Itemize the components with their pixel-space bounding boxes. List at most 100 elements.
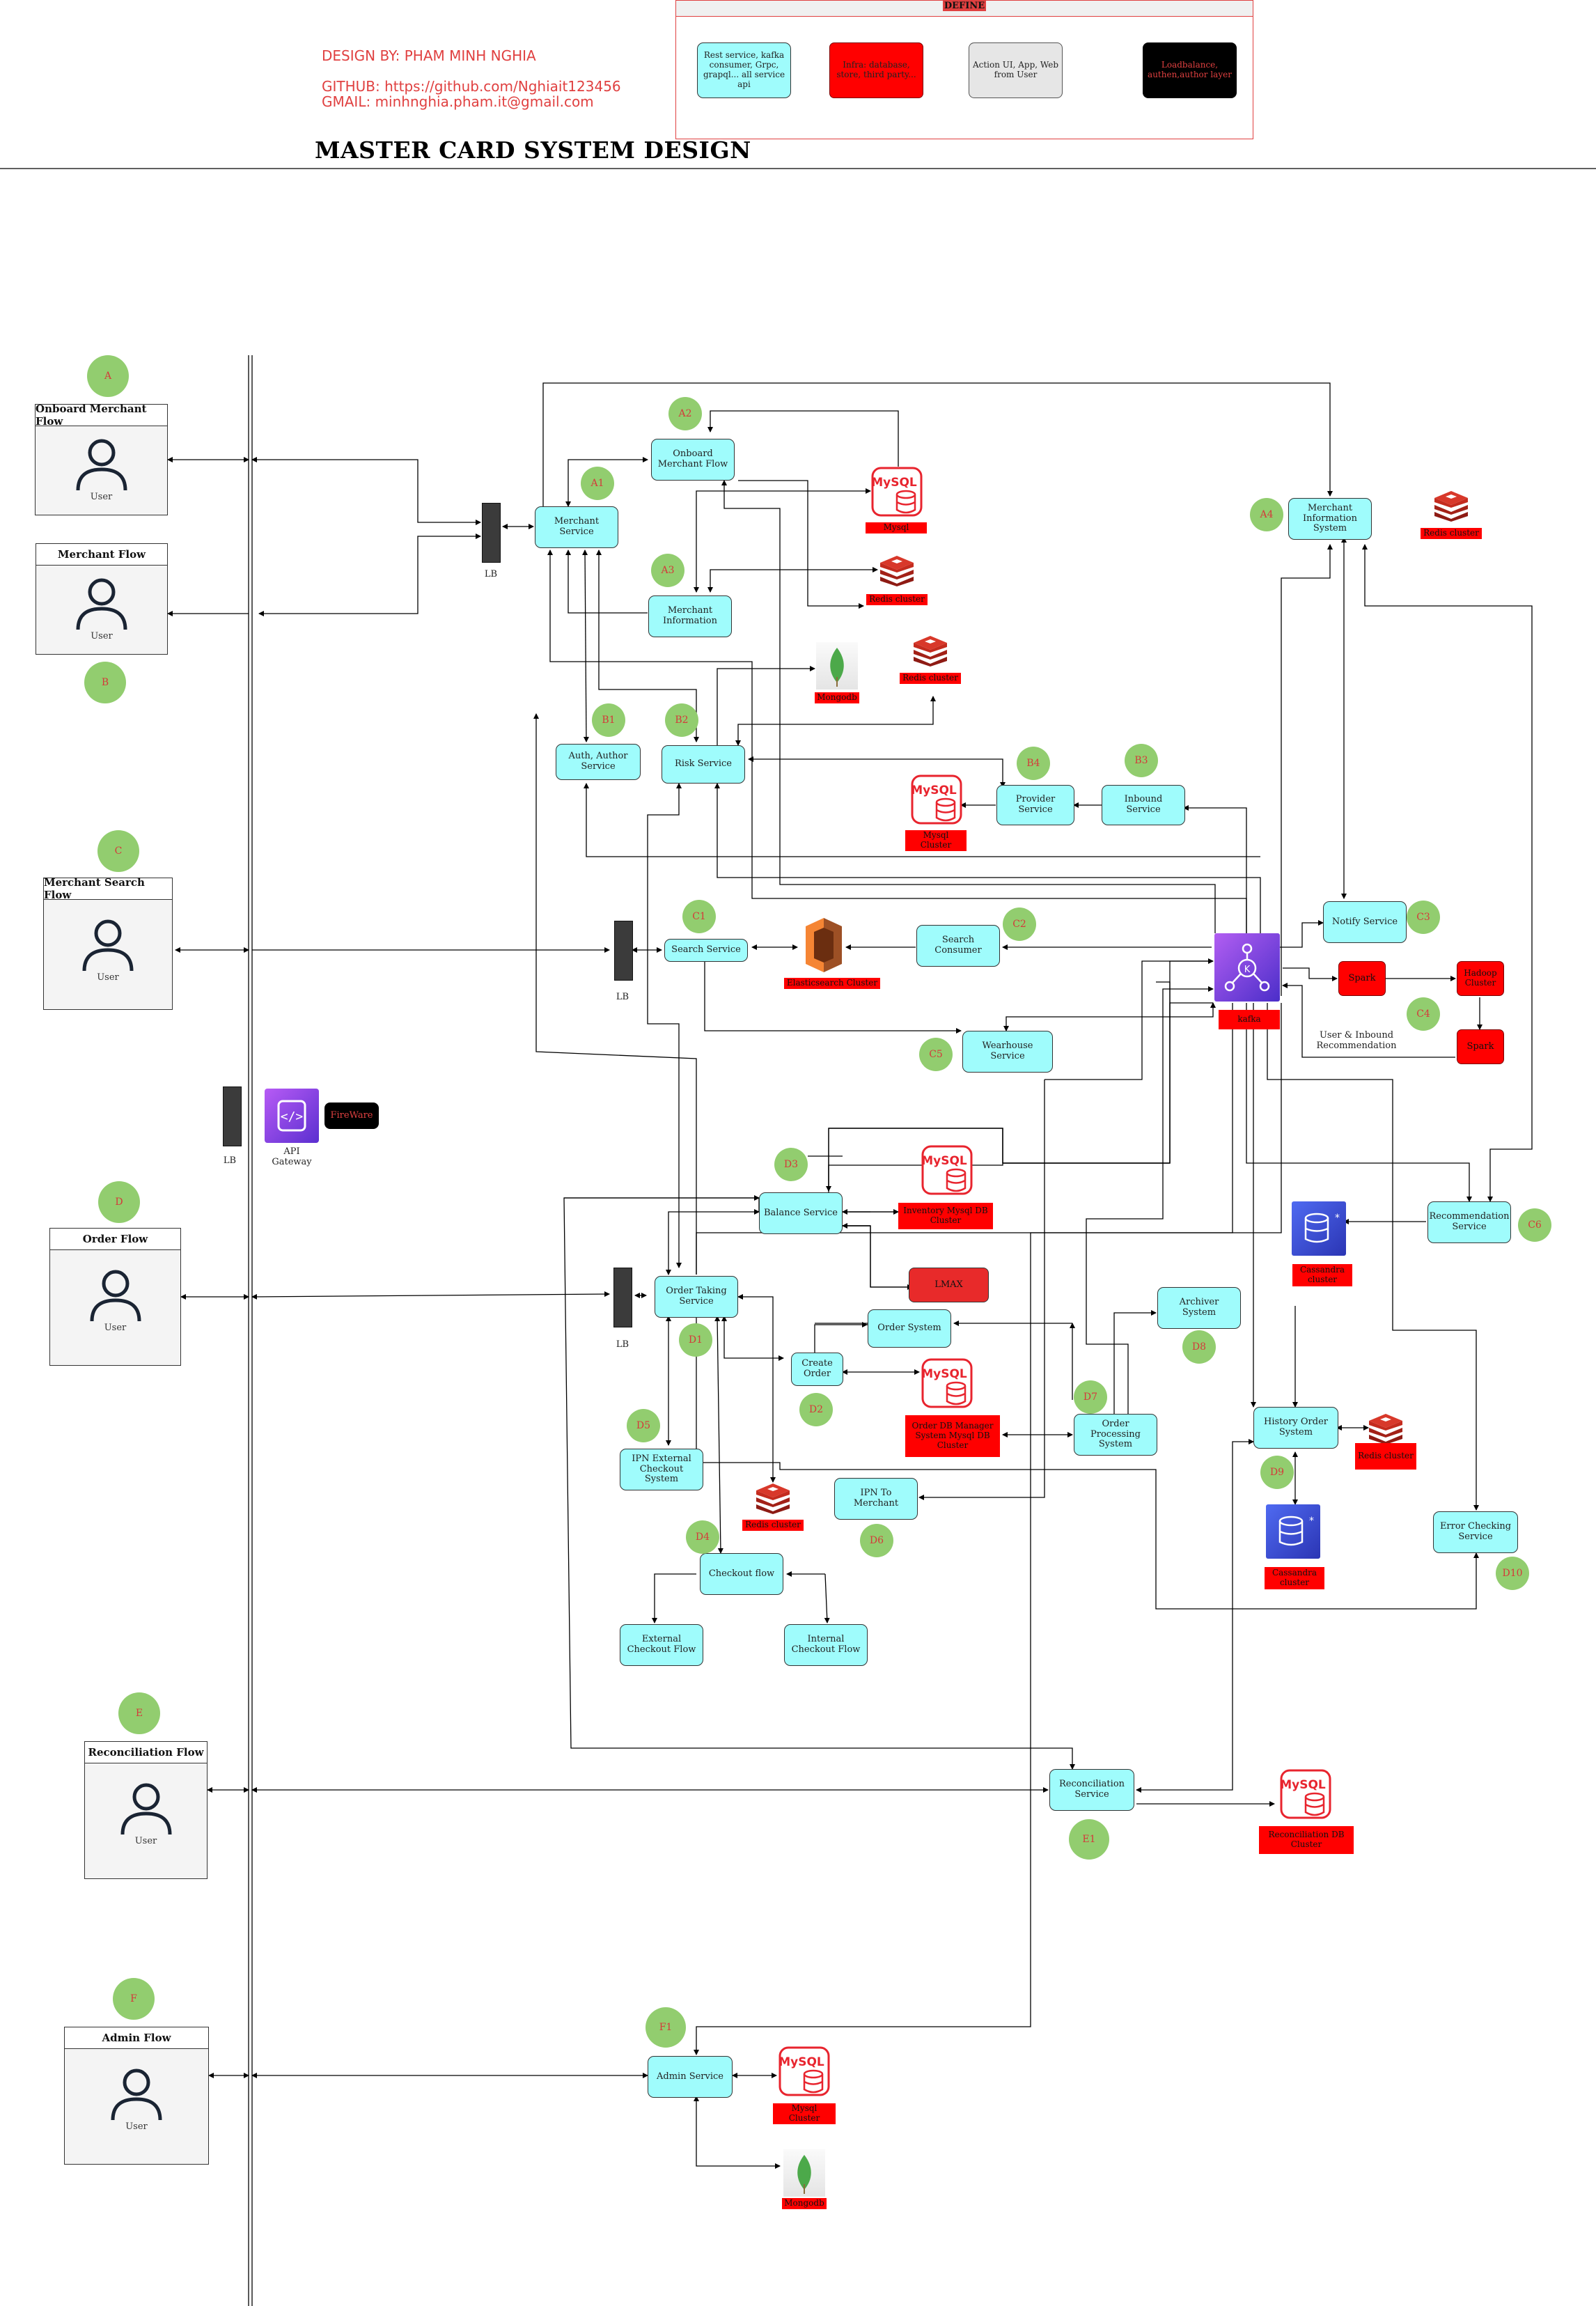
badge-c5: C5 (919, 1038, 953, 1071)
badge-a3: A3 (651, 554, 684, 587)
page-title: MASTER CARD SYSTEM DESIGN (315, 137, 751, 164)
user-icon (90, 1270, 141, 1322)
badge-b3: B3 (1125, 744, 1158, 777)
recommendation-service[interactable]: Recommendation Service (1427, 1201, 1511, 1243)
badge-a: A (87, 355, 129, 397)
svg-text:K: K (1244, 965, 1251, 975)
legend-lb-sample: Loadbalance, authen,author layer (1143, 42, 1237, 98)
admin-flow-panel[interactable]: Admin Flow User (64, 2027, 209, 2165)
search-consumer[interactable]: Search Consumer (916, 925, 1000, 967)
badge-c2: C2 (1003, 907, 1036, 941)
mysql-cluster-label: Mysql Cluster (905, 830, 967, 851)
load-balancer-onboard (482, 503, 501, 563)
merchant-flow-panel[interactable]: Merchant Flow User (36, 543, 168, 655)
hadoop-node: Hadoop Cluster (1457, 961, 1504, 996)
mongodb-label: Mongodb (782, 2198, 827, 2209)
auth-author-service[interactable]: Auth, Author Service (556, 744, 641, 780)
badge-b4: B4 (1017, 747, 1050, 780)
badge-d3: D3 (774, 1148, 808, 1181)
inbound-service[interactable]: Inbound Service (1102, 785, 1185, 825)
wearhouse-service[interactable]: Wearhouse Service (962, 1031, 1053, 1073)
merchant-information-service[interactable]: Merchant Information (648, 595, 732, 637)
badge-d5: D5 (627, 1409, 660, 1442)
svg-text:MySQL: MySQL (921, 1367, 967, 1381)
merchant-information-system[interactable]: Merchant Information System (1288, 498, 1372, 540)
error-checking-service[interactable]: Error Checking Service (1433, 1511, 1518, 1553)
badge-c1: C1 (682, 900, 716, 933)
badge-d: D (98, 1181, 140, 1223)
reconciliation-flow-title: Reconciliation Flow (85, 1742, 207, 1763)
user-icon (76, 578, 127, 630)
admin-service[interactable]: Admin Service (648, 2056, 733, 2098)
user-actor: User (85, 1780, 207, 1846)
badge-e1: E1 (1069, 1819, 1109, 1860)
badge-d4: D4 (686, 1520, 719, 1554)
legend-service-sample: Rest service, kafka consumer, Grpc, grap… (697, 42, 791, 98)
mysql-label: Mysql (866, 522, 927, 533)
github-line: GITHUB: https://github.com/Nghiait123456 (322, 78, 621, 95)
risk-service[interactable]: Risk Service (662, 745, 745, 784)
svg-text:*: * (1309, 1516, 1314, 1527)
onboard-merchant-flow-service[interactable]: Onboard Merchant Flow (651, 439, 735, 481)
user-label: User (97, 972, 119, 983)
load-balancer-search (614, 921, 633, 981)
redis-cluster-label: Redis cluster (1355, 1443, 1416, 1470)
redis-icon (1433, 491, 1469, 524)
provider-service[interactable]: Provider Service (996, 785, 1074, 825)
user-icon (111, 2069, 162, 2121)
badge-d10: D10 (1496, 1557, 1529, 1590)
redis-cluster-label: Redis cluster (900, 673, 961, 684)
spark-node: Spark (1338, 961, 1386, 996)
onboard-merchant-flow-panel[interactable]: Onboard Merchant Flow User (35, 403, 168, 515)
svg-text:</>: </> (281, 1109, 304, 1124)
user-label: User (90, 492, 113, 502)
ipn-to-merchant[interactable]: IPN To Merchant (834, 1478, 918, 1520)
badge-b2: B2 (665, 703, 698, 737)
reconciliation-flow-panel[interactable]: Reconciliation Flow User (84, 1741, 208, 1879)
history-order-system[interactable]: History Order System (1253, 1407, 1338, 1449)
order-taking-service[interactable]: Order Taking Service (655, 1276, 738, 1318)
badge-c: C (97, 830, 139, 872)
external-checkout-flow[interactable]: External Checkout Flow (620, 1624, 703, 1666)
svg-text:MySQL: MySQL (779, 2055, 824, 2069)
reconciliation-service[interactable]: Reconciliation Service (1049, 1769, 1134, 1811)
lb-label: LB (616, 992, 629, 1002)
mysql-icon: MySQL (921, 1145, 973, 1198)
ipn-external-checkout-system[interactable]: IPN External Checkout System (620, 1449, 703, 1490)
onboard-merchant-flow-title: Onboard Merchant Flow (36, 403, 167, 428)
checkout-flow[interactable]: Checkout flow (700, 1553, 783, 1595)
internal-checkout-flow[interactable]: Internal Checkout Flow (784, 1624, 868, 1666)
reconciliation-db-label: Reconciliation DB Cluster (1259, 1826, 1354, 1854)
balance-service[interactable]: Balance Service (759, 1192, 843, 1234)
order-processing-system[interactable]: Order Processing System (1074, 1414, 1157, 1456)
merchant-search-flow-panel[interactable]: Merchant Search Flow User (43, 876, 173, 1010)
order-flow-panel[interactable]: Order Flow User (49, 1228, 181, 1366)
notify-service[interactable]: Notify Service (1323, 901, 1407, 943)
kafka-icon: K (1214, 933, 1280, 1002)
badge-d8: D8 (1182, 1330, 1216, 1364)
badge-d7: D7 (1074, 1380, 1107, 1414)
merchant-service[interactable]: Merchant Service (535, 506, 618, 548)
mysql-icon: MySQL (871, 467, 923, 520)
mysql-icon: MySQL (911, 774, 962, 827)
redis-cluster-label: Redis cluster (1421, 528, 1482, 539)
badge-d2: D2 (799, 1393, 833, 1426)
order-flow-title: Order Flow (50, 1229, 180, 1250)
order-system[interactable]: Order System (868, 1309, 951, 1348)
user-actor: User (65, 2066, 208, 2132)
user-inbound-recommendation-label: User & Inbound Recommendation (1316, 1030, 1397, 1051)
author-line: DESIGN BY: PHAM MINH NGHIA (322, 47, 536, 64)
mysql-icon: MySQL (1280, 1769, 1331, 1822)
redis-cluster-label: Redis cluster (742, 1520, 804, 1531)
legend-ui-sample: Action UI, App, Web from User (969, 42, 1063, 98)
svg-text:MySQL: MySQL (871, 476, 917, 490)
svg-text:MySQL: MySQL (911, 784, 957, 797)
create-order-service[interactable]: Create Order (791, 1353, 843, 1386)
load-balancer-order (613, 1268, 632, 1327)
redis-icon (912, 636, 948, 669)
archiver-system[interactable]: Archiver System (1157, 1287, 1241, 1329)
gmail-line: GMAIL: minhnghia.pham.it@gmail.com (322, 93, 594, 110)
badge-c3: C3 (1407, 901, 1440, 934)
user-actor: User (36, 575, 167, 641)
search-service[interactable]: Search Service (664, 939, 748, 962)
